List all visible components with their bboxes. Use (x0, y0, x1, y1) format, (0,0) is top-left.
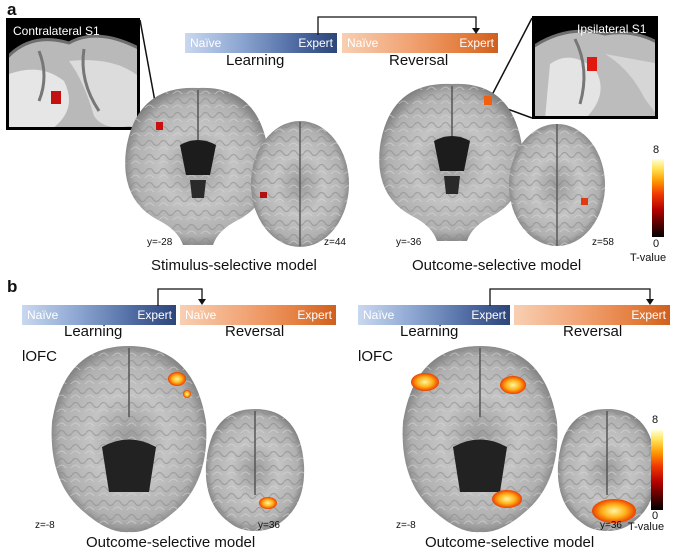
activation-a2 (260, 192, 267, 198)
learning-bar: Naïve Expert (185, 33, 337, 53)
transition-arrow-a (317, 16, 480, 35)
brain-coronal-b-left (205, 409, 305, 531)
learning-expert-b-left: Expert (137, 308, 172, 322)
inset-activation-left (51, 91, 61, 104)
brain-coronal-b-right (557, 409, 657, 531)
reversal-bar-b-right: Expert (514, 305, 670, 325)
inset-label-ipsilateral: Ipsilateral S1 (577, 22, 647, 36)
activation-b6 (492, 490, 522, 508)
phase-reversal-b-left: Reversal (225, 323, 285, 340)
activation-b1 (168, 372, 186, 386)
phase-reversal-b-right: Reversal (563, 323, 623, 340)
learning-bar-b-right: Naïve Expert (358, 305, 510, 325)
reversal-gradient: Naïve Expert (342, 33, 498, 53)
phase-reversal-a: Reversal (389, 52, 449, 69)
transition-arrow-b-right (489, 288, 654, 306)
learning-gradient: Naïve Expert (185, 33, 337, 53)
panel-b-letter: b (7, 277, 18, 296)
phase-learning-b-left: Learning (64, 323, 123, 340)
panel-a-letter: a (7, 0, 17, 19)
colorbar-b-min: 0 (652, 510, 659, 522)
transition-arrow-b-left (157, 288, 206, 306)
reversal-naive-b-left: Naïve (185, 308, 217, 322)
learning-expert-label: Expert (298, 36, 333, 50)
inset-contralateral-s1: Contralateral S1 (6, 18, 140, 130)
brain-axial-b-left (51, 346, 207, 533)
coord-b-right-2: y=36 (600, 520, 622, 531)
reversal-bar-b-left: Naïve Expert (180, 305, 336, 325)
reversal-naive-label: Naïve (347, 36, 379, 50)
activation-a1 (156, 122, 163, 130)
activation-b7 (592, 499, 636, 523)
caption-b-left: Outcome-selective model (86, 534, 256, 551)
inset-ipsilateral-s1: Ipsilateral S1 (532, 16, 658, 119)
colorbar-b-max: 8 (652, 414, 659, 426)
caption-a-right: Outcome-selective model (412, 257, 582, 274)
phase-learning-b-right: Learning (400, 323, 459, 340)
brain-coronal-a-right (379, 83, 524, 241)
brain-axial-a-left (251, 121, 349, 247)
reversal-bar: Naïve Expert (342, 33, 498, 53)
reversal-gradient-b-right: Expert (514, 305, 670, 325)
brain-coronal-a-left (125, 87, 270, 245)
coord-a4: z=58 (592, 237, 614, 248)
learning-naive-label: Naïve (190, 36, 222, 50)
phase-learning-a: Learning (226, 52, 285, 69)
activation-b5 (500, 376, 526, 394)
coord-b-left-1: z=-8 (35, 520, 55, 531)
coord-a1: y=-28 (147, 237, 173, 248)
colorbar-a-min: 0 (653, 238, 660, 250)
learning-naive-b-right: Naïve (363, 308, 395, 322)
brain-axial-a-right (509, 124, 605, 246)
activation-b4 (411, 373, 439, 391)
learning-naive-b-left: Naïve (27, 308, 59, 322)
activation-b3 (259, 497, 277, 509)
coord-a2: z=44 (324, 237, 346, 248)
coord-b-right-1: z=-8 (396, 520, 416, 531)
activation-a4 (581, 198, 588, 205)
learning-expert-b-right: Expert (471, 308, 506, 322)
colorbar-b (651, 430, 663, 510)
brain-axial-b-right (402, 346, 558, 533)
learning-gradient-b-right: Naïve Expert (358, 305, 510, 325)
colorbar-a-label: T-value (630, 252, 667, 264)
reversal-expert-label: Expert (459, 36, 494, 50)
colorbar-b-label: T-value (628, 521, 665, 533)
inset-brain-slice-right (535, 29, 655, 116)
colorbar-a-max: 8 (653, 144, 660, 156)
reversal-expert-b-left: Expert (297, 308, 332, 322)
inset-brain-slice (9, 34, 137, 127)
reversal-expert-b-right: Expert (631, 308, 666, 322)
colorbar-a (652, 159, 664, 237)
reversal-gradient-b-left: Naïve Expert (180, 305, 336, 325)
caption-b-right: Outcome-selective model (425, 534, 595, 551)
learning-bar-b-left: Naïve Expert (22, 305, 176, 325)
activation-a3 (484, 96, 492, 105)
coord-b-left-2: y=36 (258, 520, 280, 531)
coord-a3: y=-36 (396, 237, 422, 248)
caption-a-left: Stimulus-selective model (151, 257, 317, 274)
region-label-b-right: lOFC (358, 348, 393, 365)
learning-gradient-b-left: Naïve Expert (22, 305, 176, 325)
inset-activation-right (587, 57, 597, 71)
inset-label-contralateral: Contralateral S1 (13, 24, 100, 38)
region-label-b-left: lOFC (22, 348, 57, 365)
activation-b2 (183, 390, 191, 398)
